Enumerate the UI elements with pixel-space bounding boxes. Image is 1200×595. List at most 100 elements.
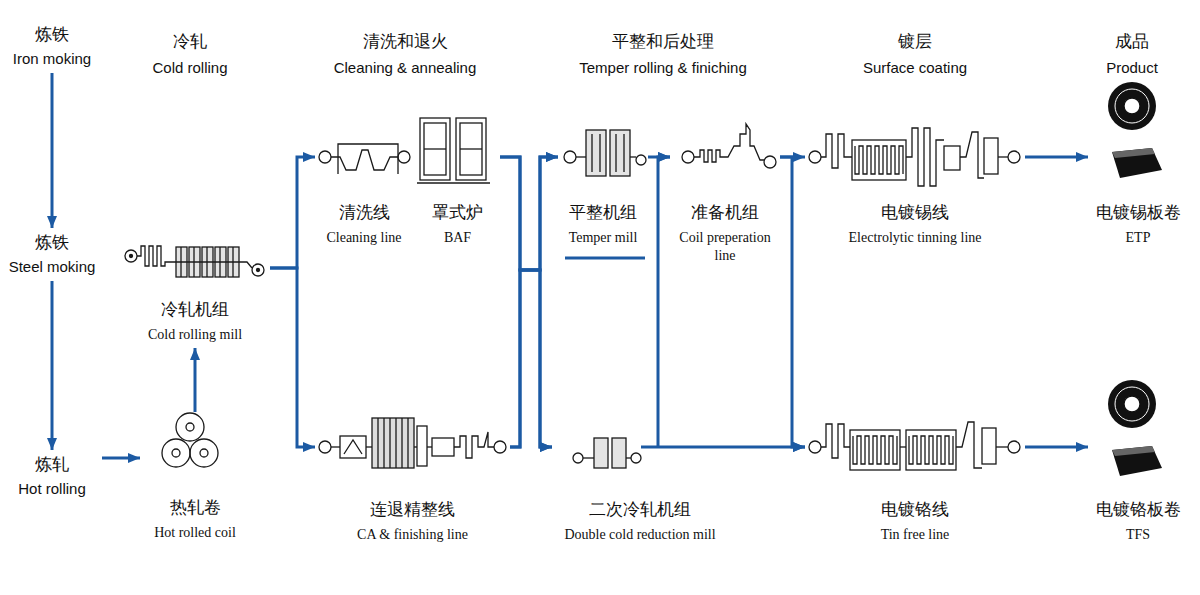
etp-product-drawing [1108,82,1162,178]
tinning-line-drawing [1008,151,1020,163]
process-node: 电镀铬板卷TFS [1088,385,1188,548]
cleaning-line-drawing [338,144,398,174]
continuous-annealing-drawing [319,418,506,468]
temper-mill-drawing [630,156,636,157]
node-subtitle: Hot rolled coil [154,524,236,542]
baf-drawing [417,182,490,183]
tinning-line-drawing [855,146,903,174]
baf-drawing [417,118,490,183]
cleaning-line-drawing [319,151,331,163]
temper-mill-drawing [564,151,576,163]
flow-arrow [1025,156,1088,159]
continuous-annealing-drawing [340,436,366,458]
process-node: 炼铁Steel moking [2,228,102,281]
flow-arrow [658,157,670,428]
node-title: 电镀铬板卷 [1096,499,1181,521]
hot-coil-drawing [200,449,208,457]
double-reduction-drawing [594,438,608,468]
tin-free-line-drawing [1008,441,1020,453]
tfs-product-drawing [1112,446,1155,456]
column-header: Cleaning & annealing [334,58,477,78]
continuous-annealing-drawing [494,441,506,453]
flow-arrow [500,157,552,447]
node-subtitle: Double cold reduction mill [564,526,715,544]
flow-arrow [1025,446,1088,449]
tinning-line-drawing [809,151,821,163]
continuous-annealing-drawing [378,418,408,468]
continuous-annealing-drawing [331,446,340,447]
process-node: 电镀锡板卷ETP [1088,82,1188,251]
temper-mill-drawing [610,130,630,176]
flow-arrow [194,348,197,412]
node-subtitle: Hot rolling [18,479,86,499]
continuous-annealing-drawing [427,446,432,447]
hot-coil-drawing [172,449,180,457]
etp-product-drawing [1108,82,1156,130]
flow-line [641,428,728,447]
node-title: 电镀锡线 [881,202,949,224]
double-reduction-drawing [573,453,583,463]
column-header: Cold rolling [152,58,227,78]
node-subtitle: Steel moking [9,257,96,277]
tin-free-line-drawing [982,428,996,464]
node-title: 连退精整线 [370,499,455,521]
node-title: 罩式炉 [432,202,483,224]
double-reduction-drawing [583,457,594,458]
process-node: 冷轧机组 Cold rolling mill [120,238,270,348]
node-title: 炼铁 [35,24,69,46]
process-node: 罩式炉BAF [415,115,500,251]
coil-preparation-drawing [682,124,776,168]
node-subtitle: Coil preperation line [670,229,780,265]
tfs-product-drawing [1124,396,1140,412]
double-reduction-drawing [612,438,626,468]
tin-free-line-drawing [956,422,982,468]
tinning-line-drawing [906,128,944,186]
baf-drawing [460,148,482,149]
hot-coil-drawing [186,423,194,431]
tinning-line-drawing [998,156,1008,157]
tin-free-line-drawing [821,424,850,458]
process-node: 炼铁Iron moking [2,20,102,73]
process-node: 电镀锡线Electrolytic tinning line [805,120,1025,251]
node-title: 平整机组 [569,202,637,224]
column-header: 平整和后处理 [612,31,714,53]
temper-mill-drawing [586,130,606,176]
hot-coil-drawing [176,413,204,441]
baf-drawing [460,123,482,175]
etp-product-drawing [1124,98,1140,114]
node-title: 冷轧机组 [161,299,229,321]
tinning-line-drawing [852,140,906,180]
continuous-annealing-drawing [344,440,362,454]
tinning-line-drawing [809,128,1020,186]
node-subtitle: CA & finishing line [357,526,468,544]
flow-arrow [510,157,558,447]
node-subtitle: Tin free line [881,526,950,544]
flow-arrow [270,157,315,268]
tinning-line-drawing [821,134,852,168]
tin-free-line-drawing [853,436,897,464]
underline-bar [565,257,645,260]
tin-free-line-drawing [900,446,906,447]
tin-free-line-drawing [909,436,953,464]
temper-mill-drawing [636,155,646,165]
cold-rolling-mill-drawing [125,250,137,262]
hot-coil-drawing [190,439,218,467]
continuous-annealing-drawing [372,418,414,468]
process-node: 炼轧Hot rolling [2,450,102,503]
process-node: 电镀铬线Tin free line [805,405,1025,548]
double-reduction-drawing [631,453,641,463]
continuous-annealing-drawing [454,432,494,458]
node-subtitle: Cold rolling mill [148,326,242,344]
process-node: 连退精整线 CA & finishing line [315,410,510,548]
node-title: 清洗线 [339,202,390,224]
cold-rolling-mill-drawing [239,262,252,268]
etp-product-drawing [1112,148,1155,158]
node-subtitle: Cleaning line [326,229,401,247]
cold-rolling-mill-drawing [257,269,260,272]
tfs-product-drawing [1108,380,1156,428]
temper-mill-drawing [592,134,624,172]
tinning-line-drawing [984,138,998,174]
cleaning-line-drawing [398,151,410,163]
baf-drawing [424,148,446,149]
coil-preparation-drawing [764,156,776,168]
